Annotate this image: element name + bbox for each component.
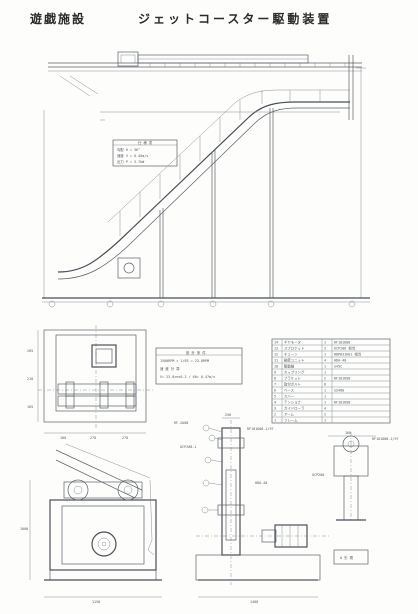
callout-bearing: HDA-40 bbox=[255, 481, 267, 485]
parts-cell: RF101D08 bbox=[334, 340, 350, 344]
parts-cell: 8 bbox=[324, 382, 326, 386]
calc-line-2: 速 度 計 算 bbox=[160, 366, 180, 371]
parts-cell: カバー bbox=[284, 393, 295, 398]
parts-cell: 1 bbox=[324, 352, 326, 356]
parts-cell: スプロケット bbox=[284, 345, 304, 350]
parts-cell: 軸受ユニット bbox=[284, 357, 304, 362]
spec-top-heading: 仕 様 書 bbox=[138, 140, 153, 145]
side-top-label: 250 bbox=[225, 413, 231, 417]
drive-unit-bottom bbox=[117, 257, 141, 279]
parts-cell: 1 bbox=[274, 418, 276, 422]
detail-view-a: 160 A 矢 視 RF101D08-1/97 UCP208 bbox=[312, 431, 399, 565]
parts-cell: 1 bbox=[324, 364, 326, 368]
parts-cell: 1 bbox=[324, 400, 326, 404]
parts-cell: 2 bbox=[274, 412, 276, 416]
plan-hdim-2: 210 bbox=[27, 377, 33, 381]
parts-cell: 2 bbox=[324, 376, 326, 380]
parts-cell: アーム bbox=[284, 411, 294, 416]
drive-plan-view: 100 270 270 205 210 105 bbox=[27, 325, 154, 440]
parts-cell: ギヤモータ bbox=[284, 339, 301, 344]
detail-label-box bbox=[333, 549, 369, 565]
parts-cell: HDA-40 bbox=[334, 358, 346, 362]
small-width-label: 160 bbox=[345, 431, 351, 435]
parts-cell: チェーン bbox=[284, 351, 298, 356]
callout-sprocket: UCP208 bbox=[312, 473, 324, 477]
plan-dim-1: 100 bbox=[60, 436, 66, 440]
parts-cell: ブラケット bbox=[284, 375, 301, 380]
spec-box-top-text: 仕 様 書 勾配 θ = 36° 速度 V = 0.45m/s 出力 P = 3… bbox=[117, 140, 153, 164]
calc-line-1: 1500RPM × 1/63 = 23.8RPM bbox=[160, 359, 209, 363]
coaster-track-outer bbox=[57, 101, 350, 273]
front-width-label: 1150 bbox=[92, 600, 100, 604]
spec-top-line-1: 勾配 θ = 36° bbox=[117, 147, 140, 152]
drawing-title-category: 遊戯施設 bbox=[30, 12, 87, 26]
parts-cell: 2 bbox=[324, 346, 326, 350]
parts-cell: 2 bbox=[324, 412, 326, 416]
parts-cell: UCP208 相当 bbox=[334, 345, 355, 350]
parts-cell: 4 bbox=[324, 358, 326, 362]
parts-cell: 取付ボルト bbox=[284, 381, 301, 386]
parts-cell: HDP631H01 相当 bbox=[334, 351, 361, 356]
plan-hdim-1: 205 bbox=[27, 349, 33, 353]
parts-cell: 14 bbox=[274, 340, 278, 344]
sprocket-left bbox=[67, 479, 89, 501]
parts-cell: フレーム bbox=[284, 417, 298, 422]
plan-dim-3: 270 bbox=[122, 436, 128, 440]
parts-cell: 3 bbox=[274, 406, 276, 410]
parts-cell: 1 bbox=[324, 394, 326, 398]
coaster-elevation-view bbox=[42, 51, 370, 308]
sprocket-right bbox=[117, 479, 139, 501]
detail-label: A 矢 視 bbox=[340, 555, 354, 560]
plan-hdim-3: 105 bbox=[27, 405, 33, 409]
parts-cell: 8 bbox=[274, 376, 276, 380]
parts-cell: 11 bbox=[274, 358, 278, 362]
parts-cell: テンショナ bbox=[284, 399, 302, 404]
parts-cell: 6 bbox=[274, 388, 276, 392]
side-width-label: 1400 bbox=[250, 600, 258, 604]
coaster-track-inner bbox=[57, 107, 350, 280]
parts-cell: 1 bbox=[324, 418, 326, 422]
motor-plan bbox=[91, 344, 117, 368]
parts-cell: 1 bbox=[324, 388, 326, 392]
parts-cell: 13 bbox=[274, 346, 278, 350]
parts-cell: カップリング bbox=[284, 369, 305, 374]
speed-calculation-box bbox=[155, 347, 243, 385]
parts-cell: S45C bbox=[334, 364, 342, 368]
parts-cell: 5 bbox=[274, 394, 276, 398]
drive-side-view: 1400 250 RF-2A08 RF101D08-1/97 UCP208-1 … bbox=[174, 413, 330, 604]
spec-top-line-3: 出力 P = 3.7kW bbox=[117, 159, 145, 164]
drive-wheel bbox=[91, 531, 117, 557]
callout-motor-side: RF101D08-1/97 bbox=[247, 427, 274, 431]
parts-cell: 7 bbox=[274, 382, 276, 386]
parts-cell: RF101D08 bbox=[334, 376, 350, 380]
parts-cell: 12 bbox=[274, 352, 278, 356]
plan-dim-2: 270 bbox=[90, 436, 96, 440]
parts-cell: 駆動軸 bbox=[284, 363, 295, 368]
drive-front-view: 1150 1000 bbox=[20, 443, 162, 604]
calc-line-3: V= 23.8×π×0.2 / 60= 0.47m/s bbox=[160, 375, 215, 379]
front-height-label: 1000 bbox=[20, 527, 28, 531]
parts-cell: 1 bbox=[324, 370, 326, 374]
spec-box-top bbox=[112, 139, 178, 167]
parts-cell: 4 bbox=[274, 400, 276, 404]
parts-cell: 10 bbox=[274, 364, 278, 368]
drawing-title-main: ジェットコースター駆動装置 bbox=[138, 12, 333, 26]
parts-cell: 9 bbox=[274, 370, 276, 374]
callout-motor-detail: RF101D08-1/97 bbox=[372, 437, 399, 441]
parts-cell: 1 bbox=[324, 340, 326, 344]
parts-cell: ガイドローラ bbox=[284, 405, 304, 410]
parts-cell: 4 bbox=[324, 406, 326, 410]
speed-calc-text: 設 計 条 件 1500RPM × 1/63 = 23.8RPM 速 度 計 算… bbox=[160, 350, 215, 379]
parts-cell: ベース bbox=[284, 387, 295, 392]
parts-cell: RF101D08 bbox=[334, 400, 350, 404]
callout-coupling: UCP208-1 bbox=[180, 445, 196, 449]
parts-cell: SS400 bbox=[334, 388, 344, 392]
calc-heading: 設 計 条 件 bbox=[186, 350, 206, 355]
spec-top-line-2: 速度 V = 0.45m/s bbox=[117, 153, 148, 158]
callout-bracket: RF-2A08 bbox=[174, 421, 188, 425]
